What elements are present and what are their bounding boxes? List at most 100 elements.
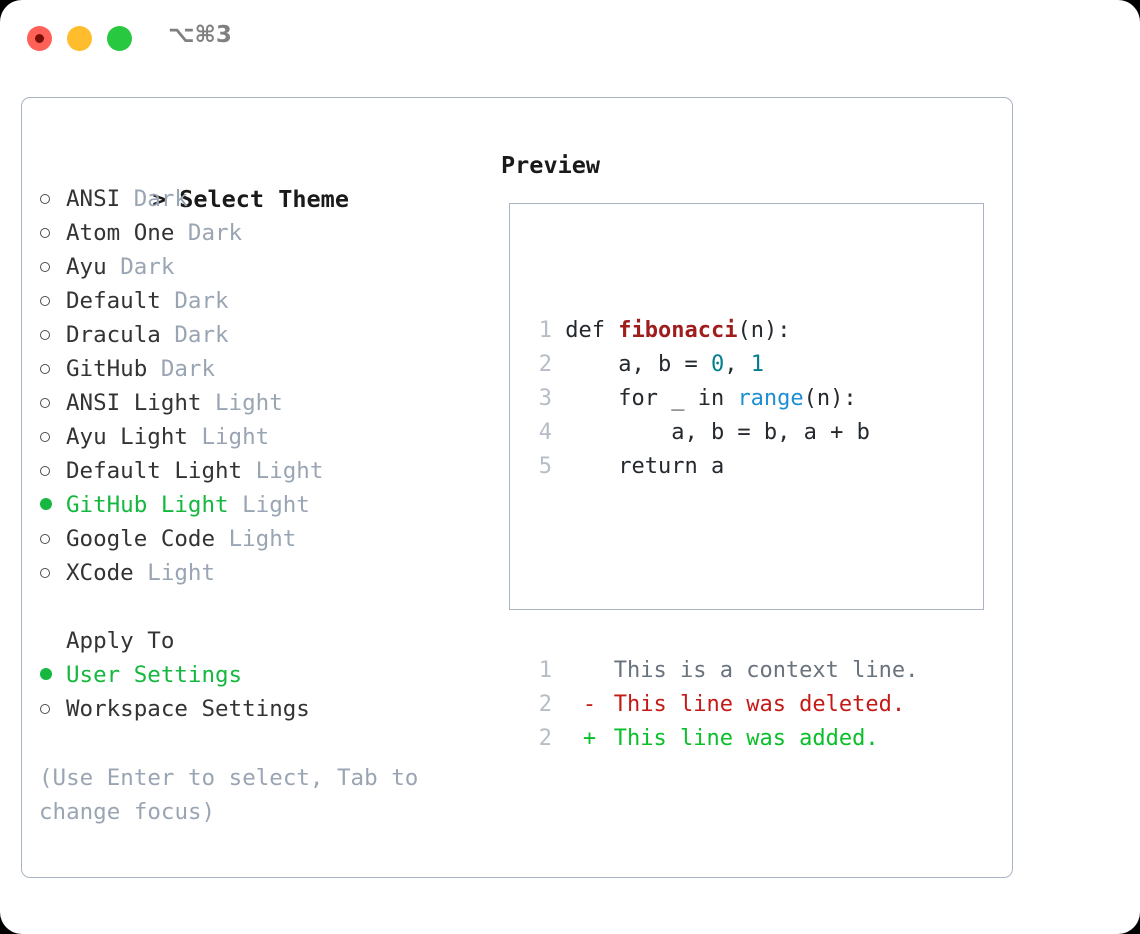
theme-variant-badge: Light — [215, 390, 283, 416]
theme-option-ayu-light[interactable]: Ayu Light Light — [39, 420, 489, 454]
theme-variant-badge: Dark — [133, 186, 188, 212]
radio-unselected-icon — [39, 352, 66, 386]
minimize-window-button[interactable] — [67, 26, 92, 51]
code-token: range — [737, 386, 804, 411]
code-token: for _ in — [565, 386, 738, 411]
theme-option-atom-one[interactable]: Atom One Dark — [39, 216, 489, 250]
diff-line: 2 - This line was deleted. — [530, 688, 918, 722]
preview-heading: Preview — [501, 151, 601, 179]
code-token: (n): — [803, 386, 857, 411]
theme-option-label: Default — [66, 288, 161, 314]
code-token: (n): — [737, 318, 791, 343]
theme-variant-badge: Light — [147, 560, 216, 586]
diff-line-text: This line was deleted. — [613, 692, 906, 717]
diff-line-number: 1 — [538, 658, 552, 683]
prompt-caret-icon: > — [152, 185, 167, 213]
apply-to-option-workspace-settings[interactable]: Workspace Settings — [39, 692, 489, 726]
radio-unselected-icon — [39, 318, 66, 352]
bullet-glyph — [40, 194, 50, 204]
theme-option-default-light[interactable]: Default Light Light — [39, 454, 489, 488]
theme-variant-badge: Dark — [120, 254, 175, 280]
maximize-window-button[interactable] — [107, 26, 132, 51]
theme-option-label: Ayu — [66, 254, 107, 280]
theme-option-label: Google Code — [66, 526, 216, 552]
radio-unselected-icon — [39, 522, 66, 556]
theme-variant-badge: Light — [201, 424, 270, 450]
keyboard-shortcut-label: ⌥⌘3 — [168, 22, 232, 48]
theme-option-default[interactable]: Default Dark — [39, 284, 489, 318]
title-bar: ⌥⌘3 — [0, 0, 1140, 80]
radio-unselected-icon — [39, 386, 66, 420]
theme-option-ansi[interactable]: ANSI Dark — [39, 182, 489, 216]
bullet-glyph — [40, 432, 50, 442]
theme-option-label: ANSI Light — [66, 390, 202, 416]
theme-option-label: ANSI — [66, 186, 121, 212]
theme-option-google-code[interactable]: Google Code Light — [39, 522, 489, 556]
code-line-number: 4 — [538, 420, 552, 445]
radio-unselected-icon — [39, 692, 66, 726]
select-theme-heading: >Select Theme — [39, 148, 489, 213]
radio-unselected-icon — [39, 454, 66, 488]
theme-option-label: Atom One — [66, 220, 175, 246]
theme-option-label: XCode — [66, 560, 134, 586]
code-diff-separator — [530, 552, 918, 586]
radio-selected-icon — [39, 488, 66, 522]
code-token: return a — [565, 454, 725, 479]
apply-to-option-user-settings[interactable]: User Settings — [39, 658, 489, 692]
diff-line-number: 2 — [538, 726, 552, 751]
code-token: a, b = b, a + b — [565, 420, 870, 445]
code-token: a, b = — [565, 352, 711, 377]
theme-option-github-light[interactable]: GitHub Light Light — [39, 488, 489, 522]
apply-to-indent — [39, 624, 66, 658]
diff-line-text: This line was added. — [613, 726, 879, 751]
diff-marker: - — [582, 692, 597, 717]
diff-line: 2 + This line was added. — [530, 722, 918, 756]
diff-marker — [579, 654, 601, 688]
radio-unselected-icon — [39, 420, 66, 454]
theme-option-xcode[interactable]: XCode Light — [39, 556, 489, 590]
radio-selected-icon — [39, 658, 66, 692]
bullet-glyph — [40, 704, 50, 714]
code-line: 1 def fibonacci(n): — [530, 314, 918, 348]
theme-variant-badge: Light — [242, 492, 310, 518]
bullet-glyph — [40, 330, 50, 340]
radio-unselected-icon — [39, 250, 66, 284]
radio-unselected-icon — [39, 284, 66, 318]
theme-variant-badge: Dark — [160, 356, 216, 382]
theme-variant-badge: Dark — [174, 288, 229, 314]
diff-line: 1 This is a context line. — [530, 654, 919, 688]
diff-line-number: 2 — [538, 692, 552, 717]
bullet-glyph — [40, 534, 50, 544]
radio-unselected-icon — [39, 216, 66, 250]
diff-lines-group: 1 This is a context line.2 - This line w… — [530, 654, 919, 756]
diff-line-text: This is a context line. — [613, 658, 919, 683]
theme-option-github[interactable]: GitHub Dark — [39, 352, 489, 386]
close-window-button[interactable] — [27, 26, 52, 51]
bullet-glyph — [40, 668, 52, 680]
code-line: 2 a, b = 0, 1 — [530, 348, 918, 382]
bullet-glyph — [40, 398, 50, 408]
list-spacer — [39, 590, 489, 624]
bullet-glyph — [40, 466, 50, 476]
radio-unselected-icon — [39, 182, 66, 216]
apply-to-heading: Apply To — [39, 624, 489, 658]
apply-to-label: Apply To — [66, 628, 175, 654]
theme-option-dracula[interactable]: Dracula Dark — [39, 318, 489, 352]
theme-variant-badge: Dark — [174, 322, 229, 348]
theme-option-label: Ayu Light — [66, 424, 188, 450]
apply-to-option-label: Workspace Settings — [66, 696, 310, 722]
code-token: , — [724, 352, 751, 377]
code-line: 4 a, b = b, a + b — [530, 416, 918, 450]
theme-variant-badge: Light — [255, 458, 324, 484]
theme-option-ansi-light[interactable]: ANSI Light Light — [39, 386, 489, 420]
theme-option-ayu[interactable]: Ayu Dark — [39, 250, 489, 284]
code-line-number: 5 — [538, 454, 552, 479]
theme-option-label: GitHub — [66, 356, 148, 382]
code-token: 0 — [710, 352, 725, 377]
bullet-glyph — [40, 228, 50, 238]
